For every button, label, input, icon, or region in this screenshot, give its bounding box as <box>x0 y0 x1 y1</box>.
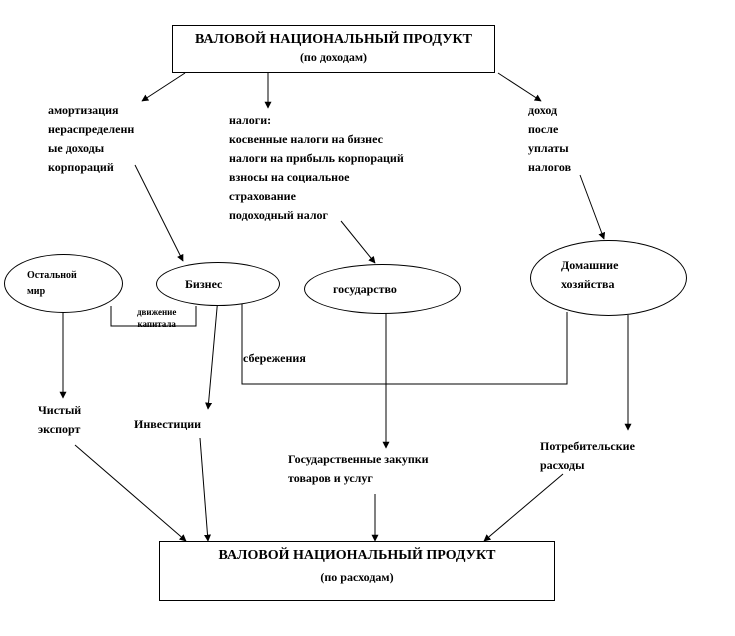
government-purchases-label: Государственные закупки товаров и услуг <box>288 452 429 485</box>
consumer-spending-label: Потребительские расходы <box>540 439 635 472</box>
government-label: государство <box>333 282 397 296</box>
node-households <box>530 240 687 316</box>
households-label: Домашние хозяйства <box>561 258 619 291</box>
gnp-expenditure-title: ВАЛОВОЙ НАЦИОНАЛЬНЫЙ ПРОДУКТ <box>218 548 496 563</box>
arrow-to-government <box>340 220 376 264</box>
node-government <box>304 264 461 314</box>
arrow-investment-to-gnp <box>199 437 212 542</box>
node-rest-of-world <box>4 254 123 313</box>
gnp-expenditure-subtitle: (по расходам) <box>320 570 394 584</box>
gnp-expenditure-box: ВАЛОВОЙ НАЦИОНАЛЬНЫЙ ПРОДУКТ (по расхода… <box>159 541 555 601</box>
income-taxes-text: налоги: косвенные налоги на бизнес налог… <box>229 113 404 222</box>
income-depreciation-text: амортизация нераспределенн ые доходы кор… <box>48 103 135 174</box>
income-after-tax-text: доход после уплаты налогов <box>528 103 572 174</box>
arrow-to-after-tax-income <box>497 72 542 102</box>
gnp-income-subtitle: (по доходам) <box>299 50 368 64</box>
arrow-to-business <box>134 164 184 262</box>
capital-flow-label: движение капитала <box>137 307 177 329</box>
gnp-income-title: ВАЛОВОЙ НАЦИОНАЛЬНЫЙ ПРОДУКТ <box>194 32 472 47</box>
arrow-to-households <box>579 174 606 240</box>
arrow-to-depreciation <box>141 72 186 102</box>
capital-flow-bracket <box>110 306 197 327</box>
savings-label: сбережения <box>243 351 306 365</box>
rest-of-world-label: Остальной мир <box>27 270 77 297</box>
arrow-net-exports-to-gnp <box>74 444 187 542</box>
arrow-to-investment <box>205 296 219 410</box>
business-label: Бизнес <box>185 277 223 291</box>
gnp-income-box: ВАЛОВОЙ НАЦИОНАЛЬНЫЙ ПРОДУКТ (по доходам… <box>172 25 495 73</box>
net-exports-label: Чистый экспорт <box>38 403 82 436</box>
investment-label: Инвестиции <box>134 417 202 431</box>
node-business <box>156 262 280 306</box>
savings-bracket <box>241 303 568 385</box>
arrow-consumer-to-gnp <box>483 473 564 542</box>
